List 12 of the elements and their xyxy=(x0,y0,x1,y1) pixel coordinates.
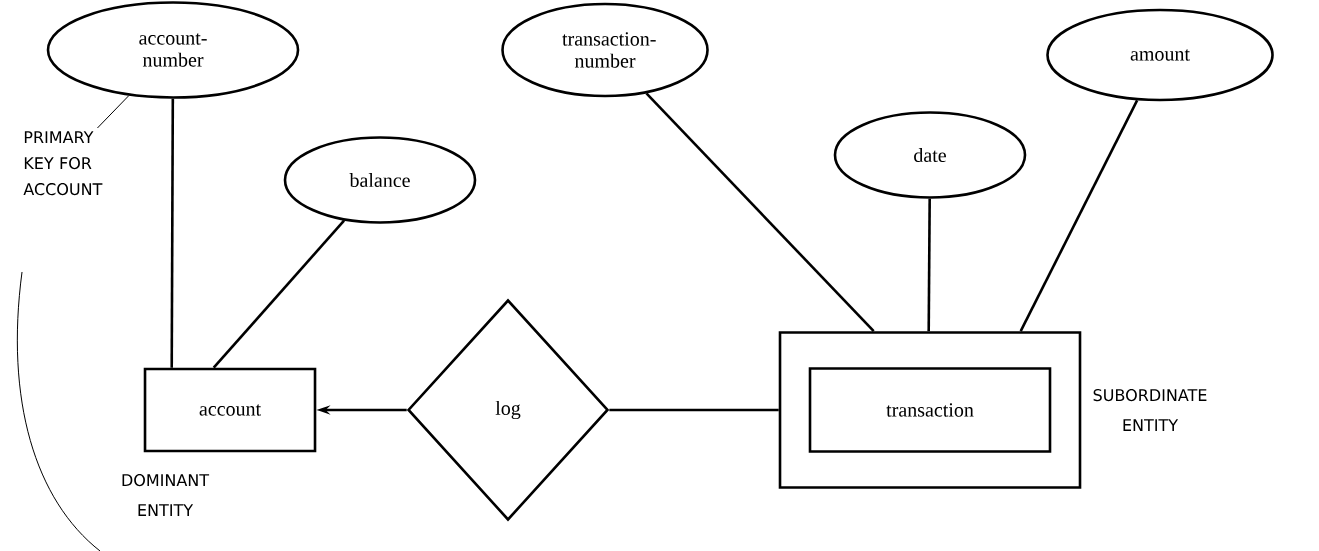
handwritten-note: DOMINANT ENTITY xyxy=(122,474,210,516)
weak-entity-box: transaction xyxy=(778,331,1082,489)
connector-line xyxy=(1019,99,1139,332)
entity-box: account xyxy=(143,367,317,453)
connector-line xyxy=(609,408,779,412)
connector-line xyxy=(645,92,875,333)
leader-line xyxy=(96,95,130,129)
connector-line xyxy=(212,219,345,369)
handwritten-note: SUBORDINATE ENTITY xyxy=(1093,389,1207,431)
handwritten-note: PRIMARY KEY FOR ACCOUNT xyxy=(23,131,103,196)
connector-line xyxy=(170,98,175,368)
connector-line xyxy=(927,198,931,332)
